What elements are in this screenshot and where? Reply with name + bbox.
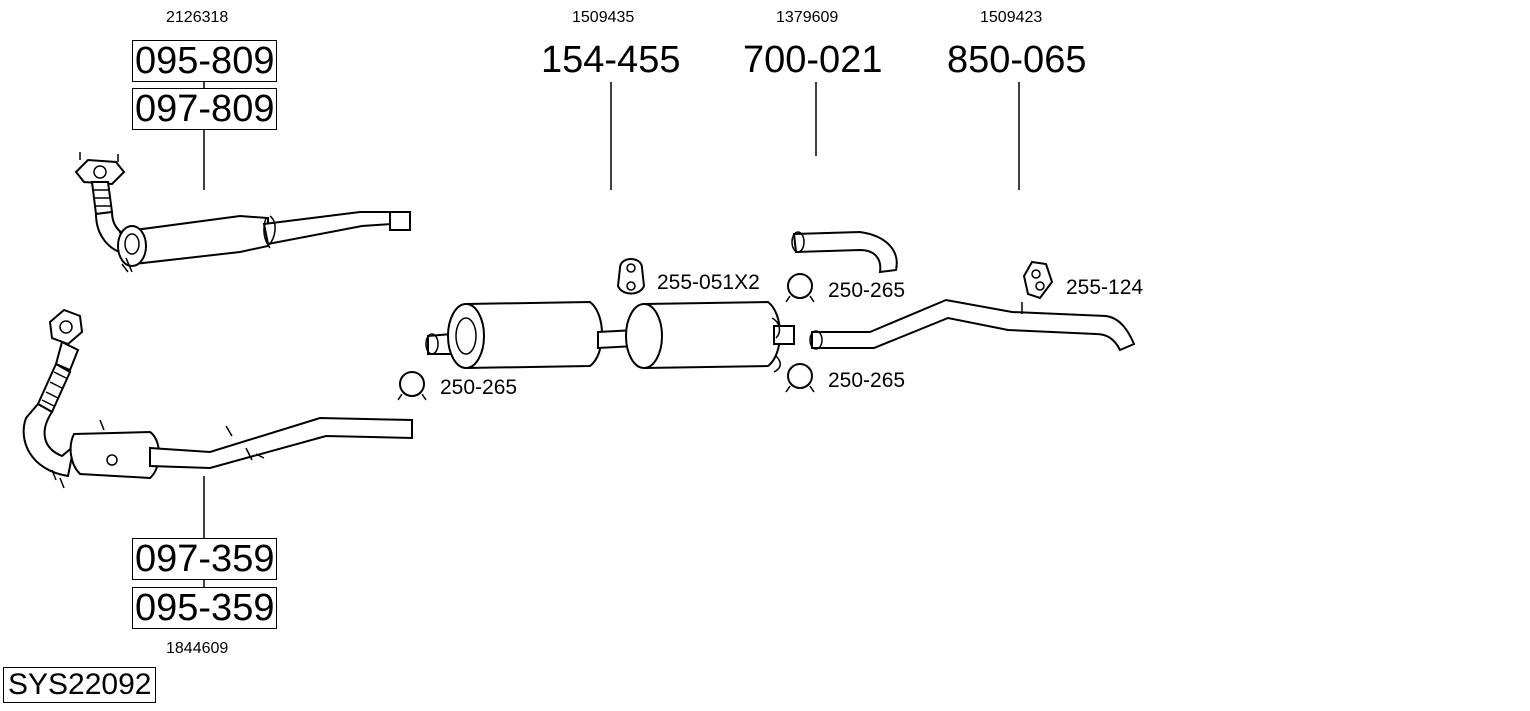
clamp-upper-label: 250-265	[828, 279, 906, 302]
rubber-mount-pair-part	[616, 258, 646, 295]
tail-pipe-part-number: 850-065	[947, 39, 1087, 81]
catalyst-part-number-2: 095-359	[132, 587, 278, 629]
rubber-mount-pair-label: 255-051X2	[657, 271, 760, 294]
front-pipe-part-number-2: 097-809	[132, 88, 278, 130]
catalyst-part-number-1: 097-359	[132, 538, 278, 580]
middle-silencer-part-number: 154-455	[541, 39, 681, 81]
connector-pipe-part-number: 700-021	[743, 39, 883, 81]
catalyst-oe-number: 1844609	[166, 640, 229, 657]
tail-pipe-part	[809, 298, 1136, 352]
front-pipe-oe-number: 2126318	[166, 9, 229, 26]
middle-silencer-part	[425, 300, 795, 373]
system-code: SYS22092	[3, 667, 157, 703]
front-pipe-part	[74, 152, 411, 273]
clamp-lower-label: 250-265	[828, 369, 906, 392]
clamp-left-label: 250-265	[440, 376, 518, 399]
clamp-upper-part	[785, 273, 815, 303]
catalyst-part	[22, 308, 413, 489]
rubber-mount-part	[1022, 260, 1054, 300]
middle-silencer-oe-number: 1509435	[572, 9, 635, 26]
clamp-left-part	[397, 371, 427, 401]
tail-pipe-oe-number: 1509423	[980, 9, 1043, 26]
connector-pipe-part	[791, 230, 898, 274]
connector-pipe-oe-number: 1379609	[776, 9, 839, 26]
clamp-lower-part	[785, 363, 815, 393]
front-pipe-part-number-1: 095-809	[132, 40, 278, 82]
rubber-mount-label: 255-124	[1066, 276, 1144, 299]
